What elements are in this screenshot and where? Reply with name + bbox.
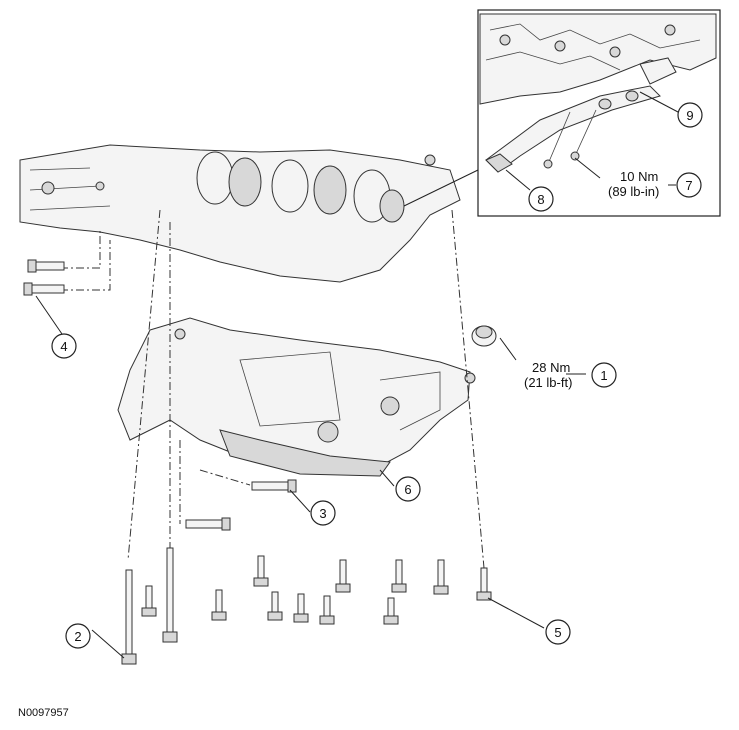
callout-9-number: 9 (686, 108, 693, 123)
torque-1-imperial: (21 lb-ft) (524, 375, 572, 390)
leader-lines (35, 91, 679, 659)
callout-2: 2 (65, 623, 91, 649)
engine-block (19, 144, 461, 283)
callout-3: 3 (310, 500, 336, 526)
figure-id: N0097957 (18, 707, 69, 719)
callout-3-number: 3 (319, 506, 326, 521)
callout-9: 9 (677, 102, 703, 128)
callout-2-number: 2 (74, 629, 81, 644)
callout-7-number: 7 (685, 178, 692, 193)
callout-1: 28 Nm (21 lb-ft) 1 (524, 360, 617, 390)
callout-8: 8 (528, 186, 554, 212)
callout-4-number: 4 (60, 339, 67, 354)
torque-7-imperial: (89 lb-in) (608, 184, 659, 199)
oil-pan (117, 317, 497, 477)
callout-8-number: 8 (537, 192, 544, 207)
callout-6: 6 (395, 476, 421, 502)
pan-bolts (121, 547, 492, 665)
callout-5-number: 5 (554, 625, 561, 640)
callout-4: 4 (51, 333, 77, 359)
torque-1-nm: 28 Nm (532, 360, 570, 375)
drain-plug (471, 325, 497, 347)
callout-7: 10 Nm (89 lb-in) 7 (608, 169, 702, 199)
alignment-lines (60, 209, 485, 569)
torque-7-nm: 10 Nm (620, 169, 658, 184)
callout-6-number: 6 (404, 482, 411, 497)
callout-5: 5 (545, 619, 571, 645)
side-bolts (23, 259, 297, 531)
callout-1-number: 1 (600, 368, 607, 383)
